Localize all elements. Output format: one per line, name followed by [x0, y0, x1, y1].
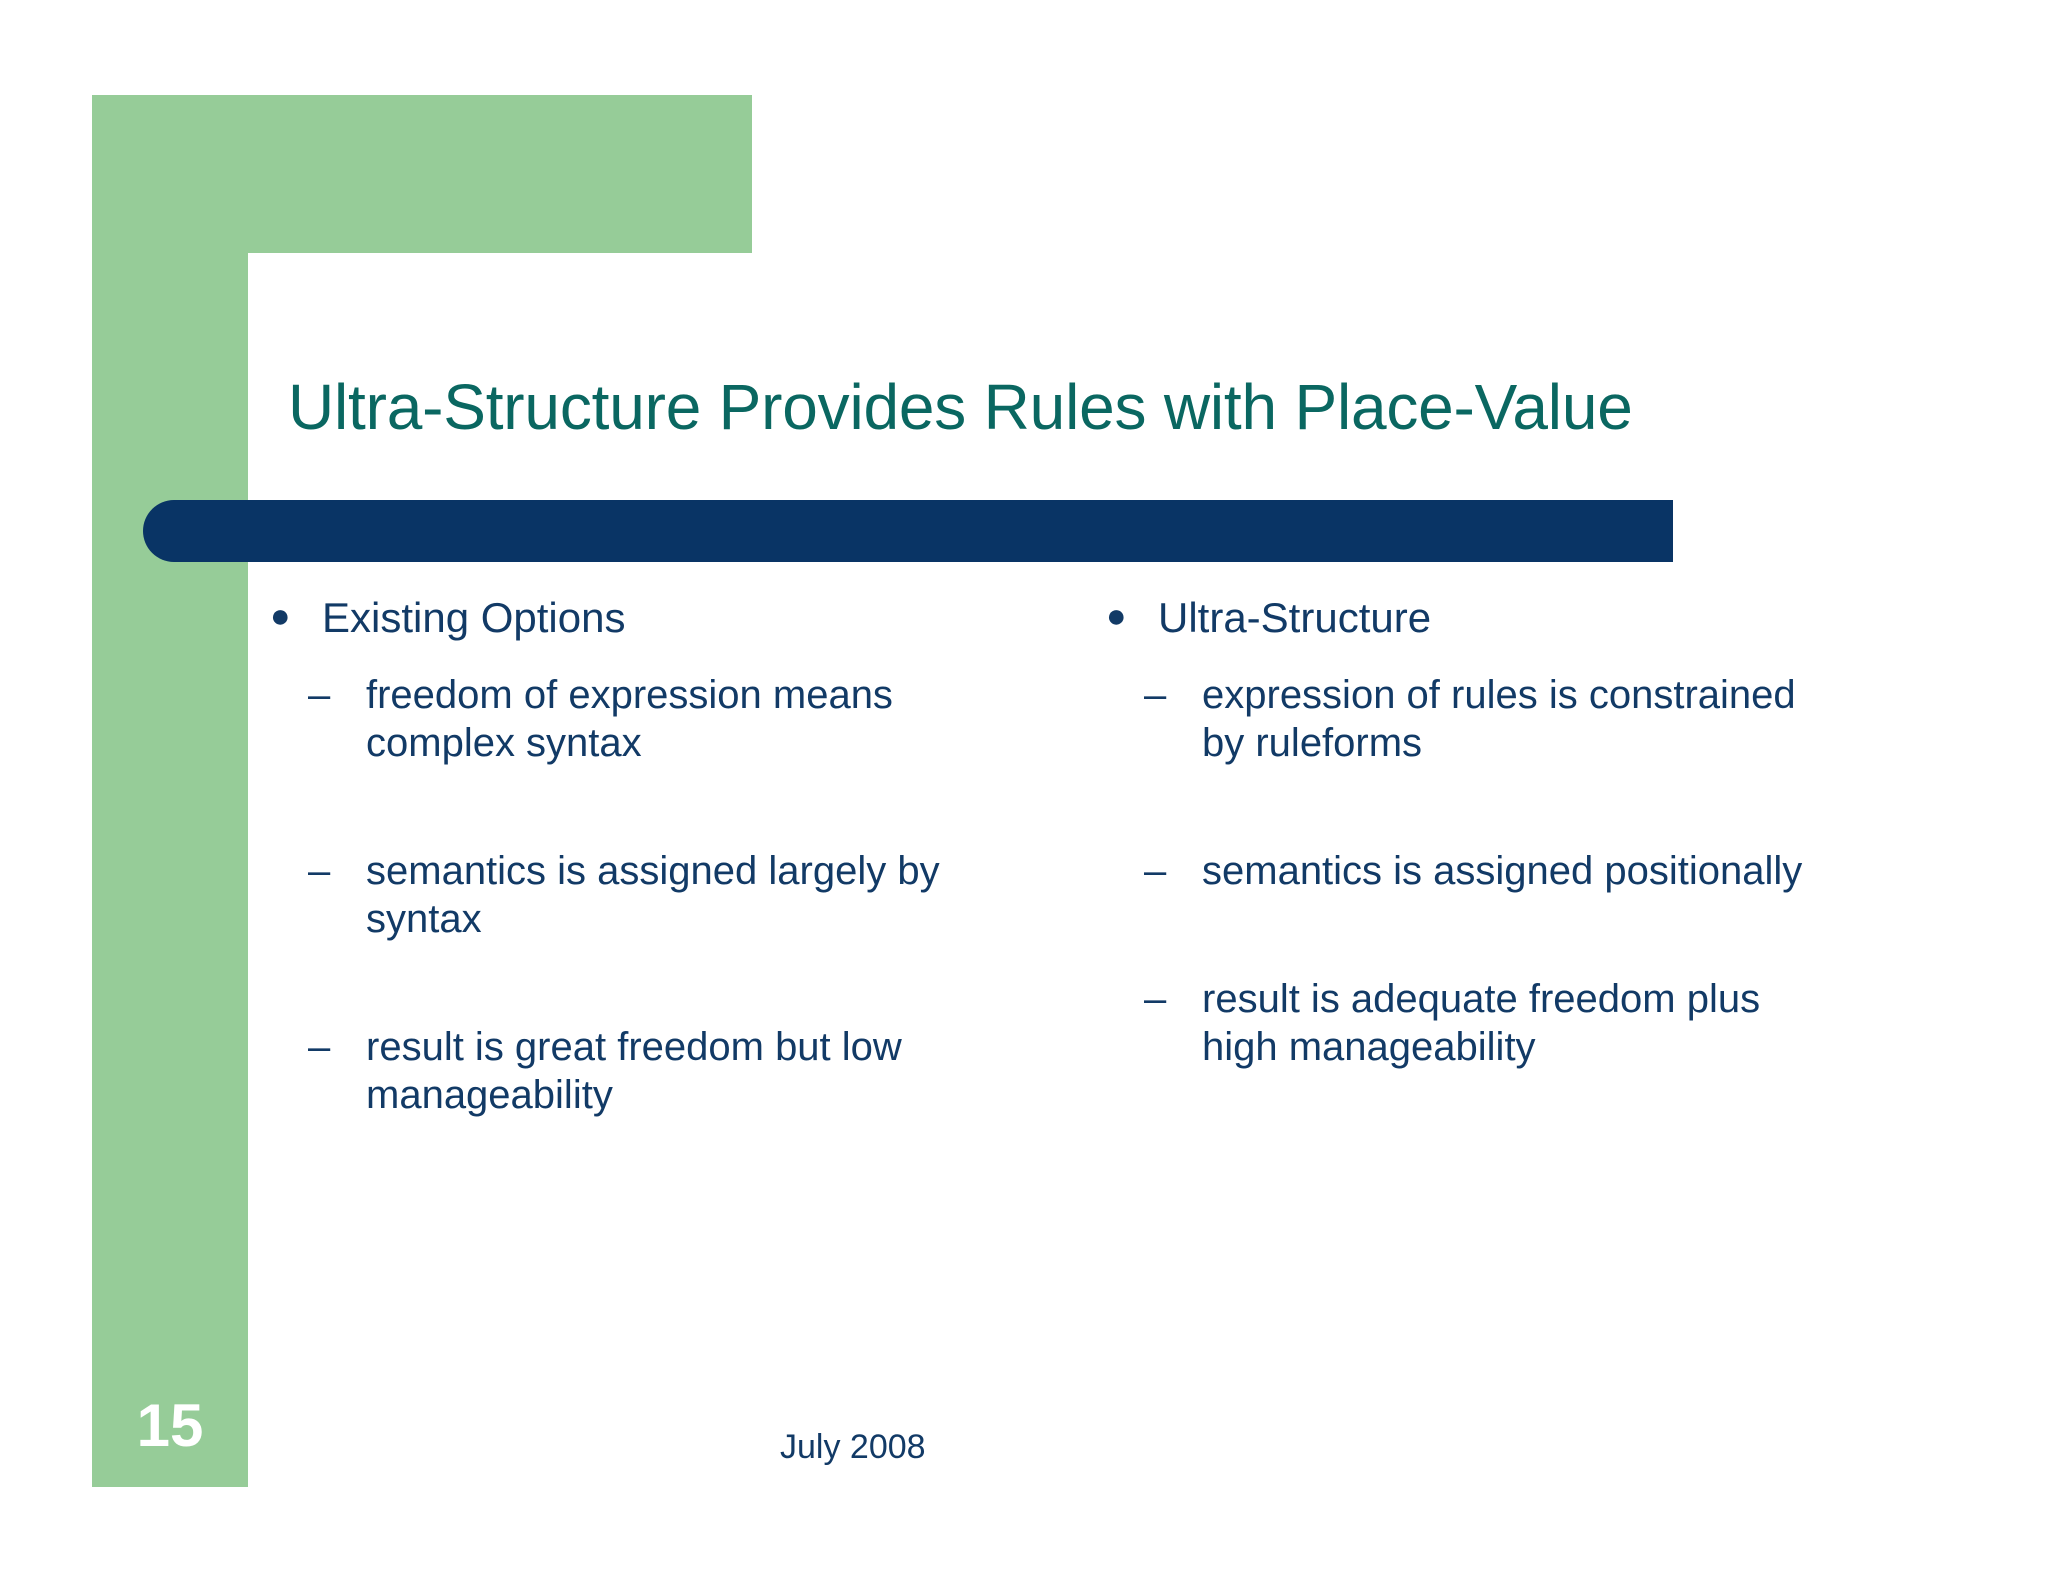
title-divider-bar	[143, 500, 1673, 562]
sub-bullet-list: – expression of rules is constrained by …	[1106, 671, 1876, 1071]
list-item: – expression of rules is constrained by …	[1106, 671, 1876, 767]
bullet-dash-icon: –	[1144, 977, 1167, 1022]
column-existing-options: ● Existing Options – freedom of expressi…	[270, 594, 1040, 1119]
bullet-level1-label: Ultra-Structure	[1158, 594, 1432, 641]
slide-content-panel	[248, 253, 2048, 1582]
page-title: Ultra-Structure Provides Rules with Plac…	[288, 371, 1633, 443]
list-item-label: result is great freedom but low manageab…	[366, 1025, 902, 1118]
list-item-label: semantics is assigned positionally	[1202, 849, 1803, 894]
slide-body: ● Existing Options – freedom of expressi…	[270, 594, 1890, 1119]
column-ultra-structure: ● Ultra-Structure – expression of rules …	[1106, 594, 1876, 1119]
bullet-dash-icon: –	[308, 673, 331, 718]
page-number: 15	[136, 1392, 204, 1459]
bullet-level1: ● Ultra-Structure	[1106, 594, 1876, 641]
bullet-dot-icon: ●	[1106, 597, 1127, 635]
list-item: – freedom of expression means complex sy…	[270, 671, 1040, 767]
bullet-dash-icon: –	[308, 1025, 331, 1070]
bullet-dash-icon: –	[308, 849, 331, 894]
bullet-dash-icon: –	[1144, 673, 1167, 718]
bullet-dot-icon: ●	[270, 597, 291, 635]
list-item-label: expression of rules is constrained by ru…	[1202, 673, 1796, 766]
bullet-level1: ● Existing Options	[270, 594, 1040, 641]
list-item-label: semantics is assigned largely by syntax	[366, 849, 940, 942]
bullet-level1-label: Existing Options	[322, 594, 626, 641]
list-item-label: result is adequate freedom plus high man…	[1202, 977, 1761, 1070]
green-side-bar-decoration	[92, 95, 248, 1487]
footer-date: July 2008	[780, 1428, 926, 1466]
bullet-dash-icon: –	[1144, 849, 1167, 894]
list-item: – semantics is assigned largely by synta…	[270, 847, 1040, 943]
sub-bullet-list: – freedom of expression means complex sy…	[270, 671, 1040, 1119]
list-item: – semantics is assigned positionally	[1106, 847, 1876, 895]
list-item: – result is adequate freedom plus high m…	[1106, 975, 1876, 1071]
list-item-label: freedom of expression means complex synt…	[366, 673, 893, 766]
list-item: – result is great freedom but low manage…	[270, 1023, 1040, 1119]
